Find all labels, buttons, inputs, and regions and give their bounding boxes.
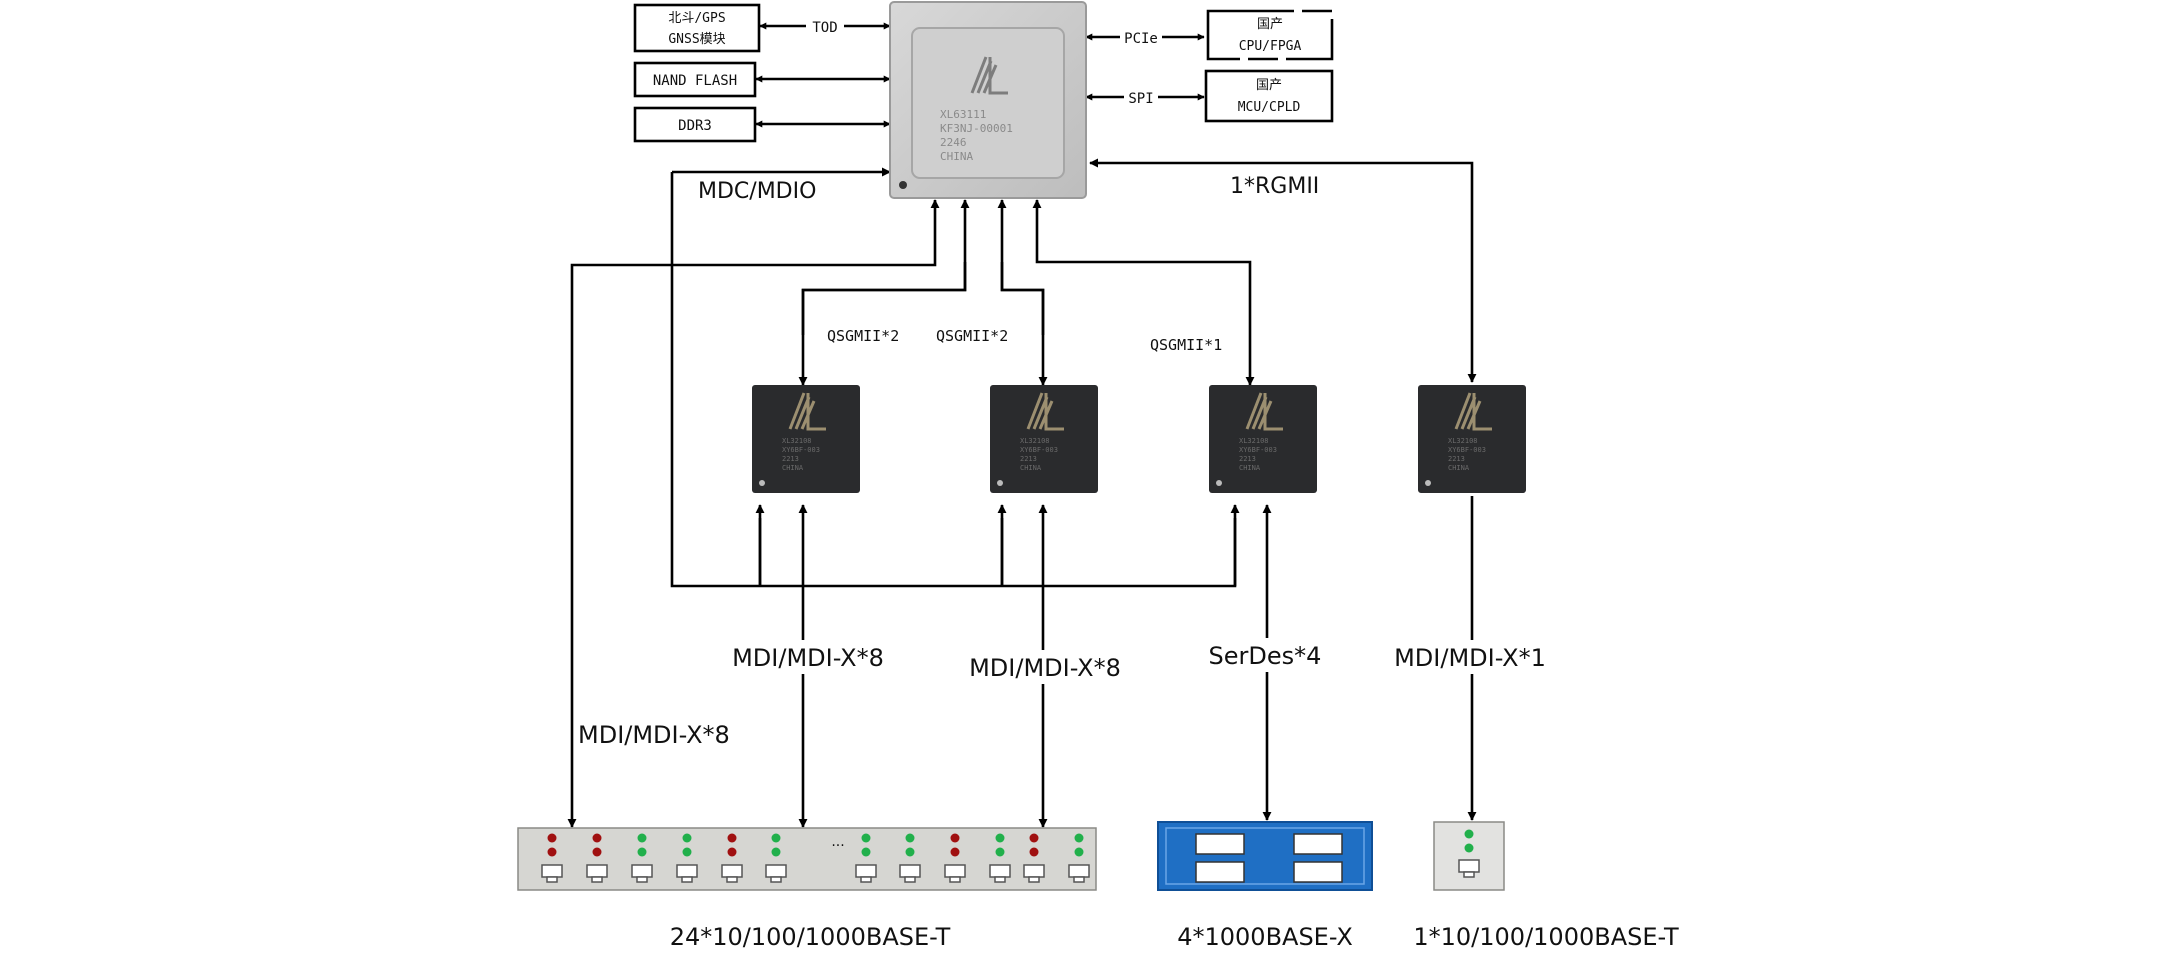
mcu-cpld-box: 国产 MCU/CPLD <box>1204 69 1334 123</box>
led-indicator <box>905 847 915 857</box>
cpu-fpga-label-line2: CPU/FPGA <box>1239 39 1302 54</box>
led-indicator <box>1029 833 1039 843</box>
sfp-slot <box>1293 861 1343 883</box>
led-indicator <box>637 847 647 857</box>
phy-chip-c: XL32108 XY6BF-003 2213 CHINA <box>1209 385 1317 493</box>
led-indicator <box>771 847 781 857</box>
rj45-group-label: 24*10/100/1000BASE-T <box>670 923 951 951</box>
rgmii-label: 1*RGMII <box>1230 174 1319 199</box>
connection-lines <box>670 172 1237 588</box>
phy-c-line1: XL32108 <box>1239 437 1269 445</box>
sfp-slot <box>1195 861 1245 883</box>
led-indicator <box>861 847 871 857</box>
led-indicator <box>995 833 1005 843</box>
phy-chip-d: XL32108 XY6BF-003 2213 CHINA <box>1418 385 1526 493</box>
gnss-label-line2: GNSS模块 <box>668 32 725 47</box>
led-indicator <box>1074 847 1084 857</box>
led-indicator <box>727 833 737 843</box>
led-indicator <box>950 833 960 843</box>
led-indicator <box>637 833 647 843</box>
spi-label: SPI <box>1128 91 1153 107</box>
nand-flash-box: NAND FLASH <box>633 61 757 98</box>
led-indicator <box>861 833 871 843</box>
led-indicator <box>950 847 960 857</box>
main-chip-line4: CHINA <box>940 150 973 163</box>
phy-a-line2: XY6BF-003 <box>782 446 820 454</box>
cpu-fpga-box: 国产 CPU/FPGA <box>1206 9 1334 61</box>
tod-label: TOD <box>812 20 837 36</box>
nand-flash-label: NAND FLASH <box>653 73 737 89</box>
led-indicator <box>771 833 781 843</box>
led-indicator <box>1074 833 1084 843</box>
phy-c-line3: 2213 <box>1239 455 1256 463</box>
led-indicator <box>592 833 602 843</box>
qsgmii-a-label: QSGMII*2 <box>827 327 899 345</box>
led-indicator <box>1029 847 1039 857</box>
ports-ellipsis: ··· <box>831 838 844 854</box>
media-labels: MDI/MDI-X*8 MDI/MDI-X*8 SerDes*4 MDI/MDI… <box>578 638 1557 749</box>
mdc-mdio-label: MDC/MDIO <box>698 179 816 204</box>
main-switch-chip: XL63111 KF3NJ-00001 2246 CHINA <box>889 1 1087 199</box>
phy-c-line2: XY6BF-003 <box>1239 446 1277 454</box>
gnss-label-line1: 北斗/GPS <box>668 11 725 26</box>
phy-d-line2: XY6BF-003 <box>1448 446 1486 454</box>
mdi-left-label: MDI/MDI-X*8 <box>578 721 730 749</box>
mdi-b-label: MDI/MDI-X*8 <box>969 654 1121 682</box>
led-indicator <box>682 847 692 857</box>
mcu-cpld-label-line2: MCU/CPLD <box>1238 100 1301 115</box>
led-indicator <box>995 847 1005 857</box>
led-indicator <box>547 847 557 857</box>
led-indicator <box>727 847 737 857</box>
qsgmii-c-label: QSGMII*1 <box>1150 336 1222 354</box>
led-indicator <box>1464 843 1474 853</box>
sfp-group-label: 4*1000BASE-X <box>1177 923 1353 951</box>
mdi-a-label: MDI/MDI-X*8 <box>732 644 884 672</box>
single-rj45-port <box>1433 821 1505 891</box>
phy-b-line1: XL32108 <box>1020 437 1050 445</box>
pcie-label: PCIe <box>1124 31 1158 47</box>
led-indicator <box>682 833 692 843</box>
led-indicator <box>905 833 915 843</box>
mdi-single-label: MDI/MDI-X*1 <box>1394 644 1546 672</box>
phy-d-line1: XL32108 <box>1448 437 1478 445</box>
rj45-port-strip: ··· <box>517 827 1097 891</box>
ddr3-label: DDR3 <box>678 118 712 134</box>
main-chip-line2: KF3NJ-00001 <box>940 122 1013 135</box>
cpu-fpga-label-line1: 国产 <box>1257 17 1283 32</box>
phy-b-line3: 2213 <box>1020 455 1037 463</box>
sfp-slot <box>1195 833 1245 855</box>
phy-chip-b: XL32108 XY6BF-003 2213 CHINA <box>990 385 1098 493</box>
phy-d-line4: CHINA <box>1448 464 1470 472</box>
phy-d-line3: 2213 <box>1448 455 1465 463</box>
sfp-cage <box>1157 821 1373 891</box>
phy-b-line2: XY6BF-003 <box>1020 446 1058 454</box>
phy-a-line1: XL32108 <box>782 437 812 445</box>
main-chip-line1: XL63111 <box>940 108 986 121</box>
phy-a-line3: 2213 <box>782 455 799 463</box>
rj45-single-label: 1*10/100/1000BASE-T <box>1413 923 1679 951</box>
peripheral-link-labels: TOD PCIe SPI <box>806 16 1162 107</box>
gnss-module-box: 北斗/GPS GNSS模块 <box>633 3 761 53</box>
phy-a-line4: CHINA <box>782 464 804 472</box>
serdes-label: SerDes*4 <box>1209 642 1322 670</box>
phy-b-line4: CHINA <box>1020 464 1042 472</box>
qsgmii-b-label: QSGMII*2 <box>936 327 1008 345</box>
phy-c-line4: CHINA <box>1239 464 1261 472</box>
led-indicator <box>1464 829 1474 839</box>
mcu-cpld-label-line1: 国产 <box>1256 78 1282 93</box>
led-indicator <box>592 847 602 857</box>
main-chip-line3: 2246 <box>940 136 967 149</box>
led-indicator <box>547 833 557 843</box>
sfp-slot <box>1293 833 1343 855</box>
phy-chip-a: XL32108 XY6BF-003 2213 CHINA <box>752 385 860 493</box>
ddr3-box: DDR3 <box>633 106 757 143</box>
